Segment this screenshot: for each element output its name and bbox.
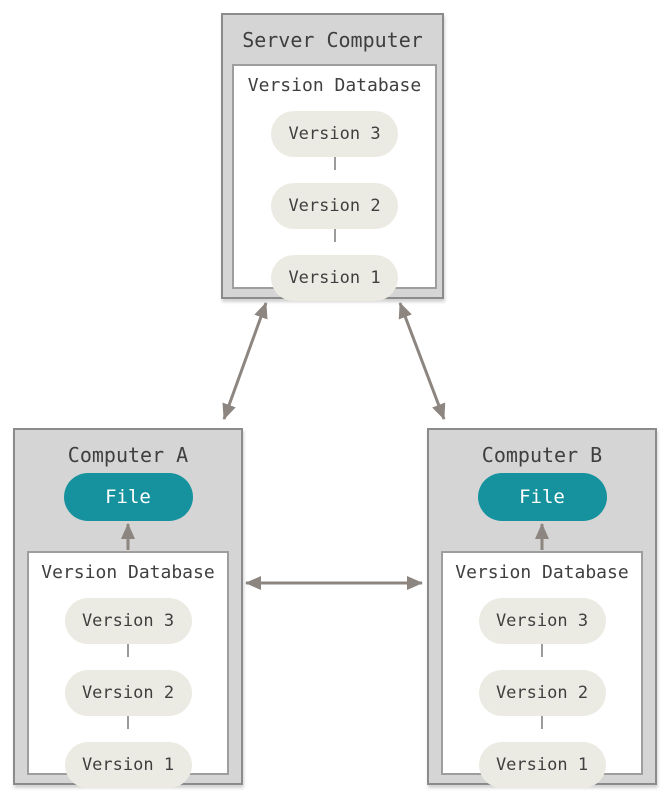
computer-a-version-3-pill: Version 3 <box>64 598 192 644</box>
arrow-server-to-computer-b <box>398 302 446 420</box>
computer-b-version-stack: Version 3 Version 2 Version 1 <box>478 585 606 788</box>
server-version-2-pill: Version 2 <box>271 183 398 229</box>
computer-b-version-database-label: Version Database <box>455 562 629 583</box>
computer-a-version-1-pill: Version 1 <box>64 742 192 788</box>
version-connector-line <box>333 229 336 242</box>
server-version-database-box: Version Database Version 3 Version 2 Ver… <box>232 64 437 301</box>
computer-a-version-database-label: Version Database <box>41 562 215 583</box>
computer-b-version-1-pill: Version 1 <box>478 742 606 788</box>
computer-a-version-stack: Version 3 Version 2 Version 1 <box>64 585 192 788</box>
computer-a-box: Computer A File Version Database Version… <box>13 428 243 788</box>
server-version-database-label: Version Database <box>247 75 422 96</box>
computer-b-file-pill: File <box>477 473 607 521</box>
version-connector-line <box>541 644 543 657</box>
computer-b-title: Computer B <box>481 443 603 467</box>
server-version-stack: Version 3 Version 2 Version 1 <box>271 98 398 301</box>
server-version-1-pill: Version 1 <box>271 255 398 301</box>
computer-b-version-3-pill: Version 3 <box>478 598 606 644</box>
computer-a-version-2-pill: Version 2 <box>64 670 192 716</box>
computer-b-version-2-pill: Version 2 <box>478 670 606 716</box>
server-computer-box: Server Computer Version Database Version… <box>221 13 444 301</box>
computer-a-version-database-box: Version Database Version 3 Version 2 Ver… <box>27 551 229 788</box>
computer-a-title: Computer A <box>67 443 189 467</box>
computer-b-box: Computer B File Version Database Version… <box>427 428 657 788</box>
computer-a-file-pill: File <box>63 473 193 521</box>
version-connector-line <box>127 644 129 657</box>
server-version-3-pill: Version 3 <box>271 111 398 157</box>
arrow-server-to-computer-a <box>222 302 268 420</box>
version-connector-line <box>333 157 336 170</box>
computer-b-version-database-box: Version Database Version 3 Version 2 Ver… <box>441 551 643 788</box>
server-computer-title: Server Computer <box>242 28 423 52</box>
version-connector-line <box>127 716 129 729</box>
version-connector-line <box>541 716 543 729</box>
